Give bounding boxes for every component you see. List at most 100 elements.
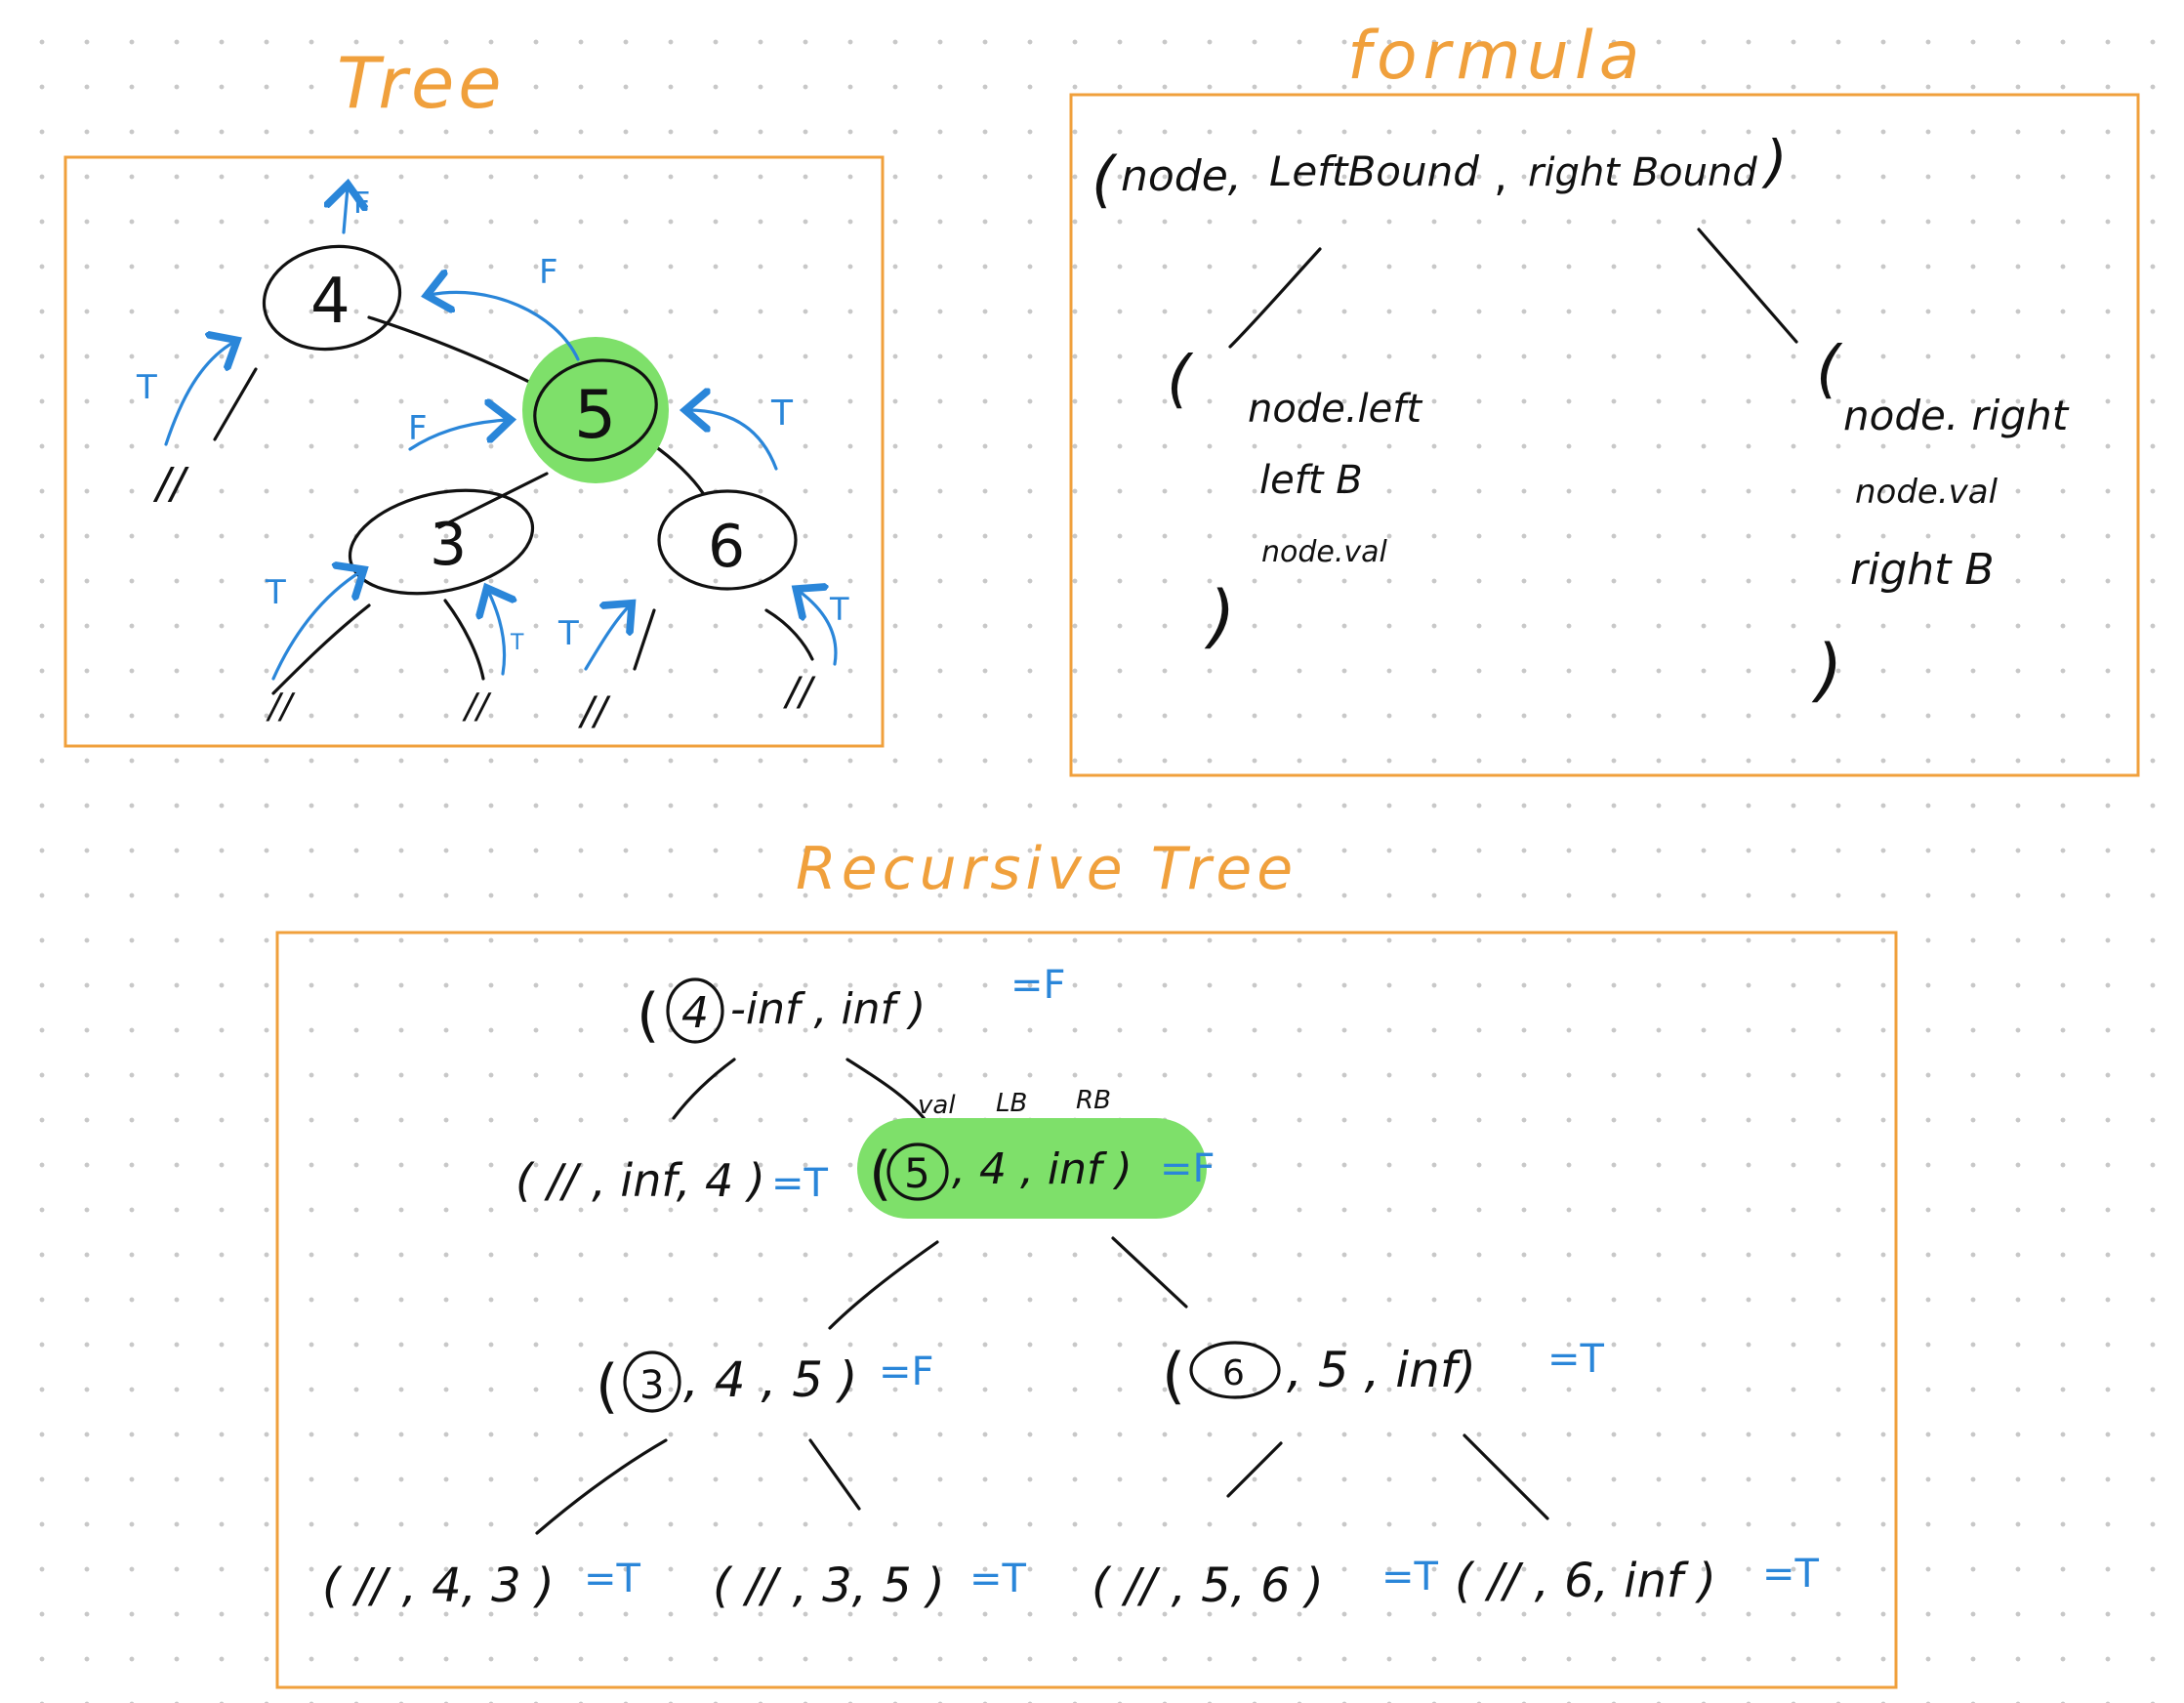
rec-edge-6-right [1463,1433,1549,1520]
formula-right-line3: right B [1850,545,1995,595]
rec-node5-args: , 4 , inf ) [952,1144,1133,1194]
title-recursive-tree: Recursive Tree [796,835,1298,903]
rec-node5-result: =F [1160,1146,1216,1191]
edge-3-null-left [271,603,371,695]
arrow-5-to-4 [430,292,580,361]
rec-node6-call: ( 6 , 5 , inf) =T [1162,1337,1605,1411]
rec-left-null-result: =T [771,1161,829,1206]
rec-edge-5-left [828,1240,939,1330]
rec-leaf-1-result: =T [584,1557,641,1601]
rec-node5-node: 5 [904,1149,930,1197]
tree-node-4-circle [262,244,402,352]
label-left-null-4: T [136,368,157,407]
null-mark-3-right: // [462,686,492,727]
edge-6-null-right [764,608,814,661]
rec-root-result: =F [1010,963,1066,1008]
rec-node6-node-circle [1189,1341,1281,1399]
label-left-null-3: T [265,573,286,612]
rec-left-null-call: ( // , inf, 4 ) [515,1154,765,1207]
formula-panel [1069,93,2140,777]
arrow-root-up [344,187,348,234]
rec-node3-args: , 4 , 5 ) [683,1351,858,1408]
label-6-to-5: T [770,394,794,434]
tree-node-3-circle [348,488,535,596]
label-left-null-6: T [557,614,579,653]
tree-node-6-circle [657,489,798,591]
rec-leaf-2-result: =T [969,1557,1027,1601]
rec-root-call: ( 4 -inf , inf ) =F [637,963,1066,1050]
arrow-left-null-4 [164,342,234,446]
null-mark-6-left: // [578,689,611,734]
label-root-up: F [353,187,370,221]
label-5-to-4: F [539,253,558,292]
arrow-right-null-6 [799,591,838,666]
rec-root-open: ( [637,981,659,1050]
formula-left-close: ) [1204,576,1235,656]
formula-right-close: ) [1811,630,1842,710]
rec-leaf-3-call: ( // , 5, 6 ) [1092,1558,1324,1613]
rec-col-val: val [918,1091,956,1120]
null-mark-4-left: // [152,459,189,509]
rec-leaf-2-call: ( // , 3, 5 ) [713,1558,945,1613]
rec-node6-node: 6 [1222,1353,1245,1393]
formula-left-child: ( node.left left B node.val ) [1167,344,1422,656]
edge-6-null-left [633,608,656,671]
formula-root-left: LeftBound [1269,147,1479,195]
rec-root-node-circle [666,977,724,1044]
formula-root-right: right Bound [1528,150,1757,195]
formula-left-open: ( [1167,344,1194,416]
tree-panel [63,155,885,748]
rec-node3-call: ( 3 , 4 , 5 ) =F [596,1350,934,1421]
edge-5-6 [650,442,705,495]
rec-node5-call: ( 5 , 4 , inf ) =F [869,1140,1216,1208]
rec-leaf-4-call: ( // , 6, inf ) [1455,1554,1716,1608]
arrow-right-null-3 [488,591,505,676]
rec-node5-node-circle [886,1142,949,1201]
tree-node-3-label: 3 [430,511,467,579]
formula-right-line1: node. right [1843,392,2070,439]
formula-right-open: ( [1816,334,1843,406]
rec-edge-3-right [808,1438,861,1511]
tree-node-5-label: 5 [574,377,616,454]
rec-edge-5-right [1111,1236,1188,1308]
arrow-3-to-5 [408,420,508,451]
arrow-6-to-5 [688,410,778,471]
edge-4-null [213,367,258,441]
formula-edge-left [1228,247,1322,349]
formula-left-line2: left B [1259,458,1363,503]
rec-leaf-3-result: =T [1381,1555,1439,1599]
tree-node-6-label: 6 [708,513,745,581]
formula-right-child: ( node. right node.val right B ) [1811,334,2070,710]
label-right-null-6: T [829,591,849,628]
null-mark-6-right: // [783,670,816,715]
arrow-left-null-3 [271,571,361,681]
tree-node-5-circle [533,358,658,462]
rec-col-rb: RB [1076,1086,1111,1115]
rec-col-lb: LB [996,1089,1027,1118]
rec-leaf-4-result: =T [1762,1552,1820,1597]
label-right-null-3: T [510,631,524,655]
rec-edge-3-left [535,1438,668,1535]
formula-left-line3: node.val [1261,535,1388,569]
rec-node5-open: ( [869,1140,891,1208]
edge-4-5 [367,315,539,388]
edge-3-null-right [443,599,485,681]
edge-5-3 [437,472,549,529]
rec-root-node: 4 [681,988,709,1038]
formula-root-open: ( [1092,144,1118,215]
formula-edge-right [1697,228,1798,344]
formula-right-line2: node.val [1855,473,1999,512]
rec-node3-node-circle [623,1350,681,1413]
rec-node3-result: =F [879,1350,934,1394]
rec-edge-root-left [672,1058,736,1120]
recursive-tree-panel [275,931,1898,1689]
formula-root: ( node, LeftBound , right Bound ) [1092,128,1788,215]
title-tree: Tree [337,42,506,124]
formula-root-sep: , [1494,151,1507,201]
title-formula: formula [1347,18,1645,95]
formula-left-line1: node.left [1248,387,1422,432]
rec-root-args: -inf , inf ) [730,984,926,1034]
rec-node6-result: =T [1547,1337,1605,1382]
label-3-to-5: F [408,409,428,448]
